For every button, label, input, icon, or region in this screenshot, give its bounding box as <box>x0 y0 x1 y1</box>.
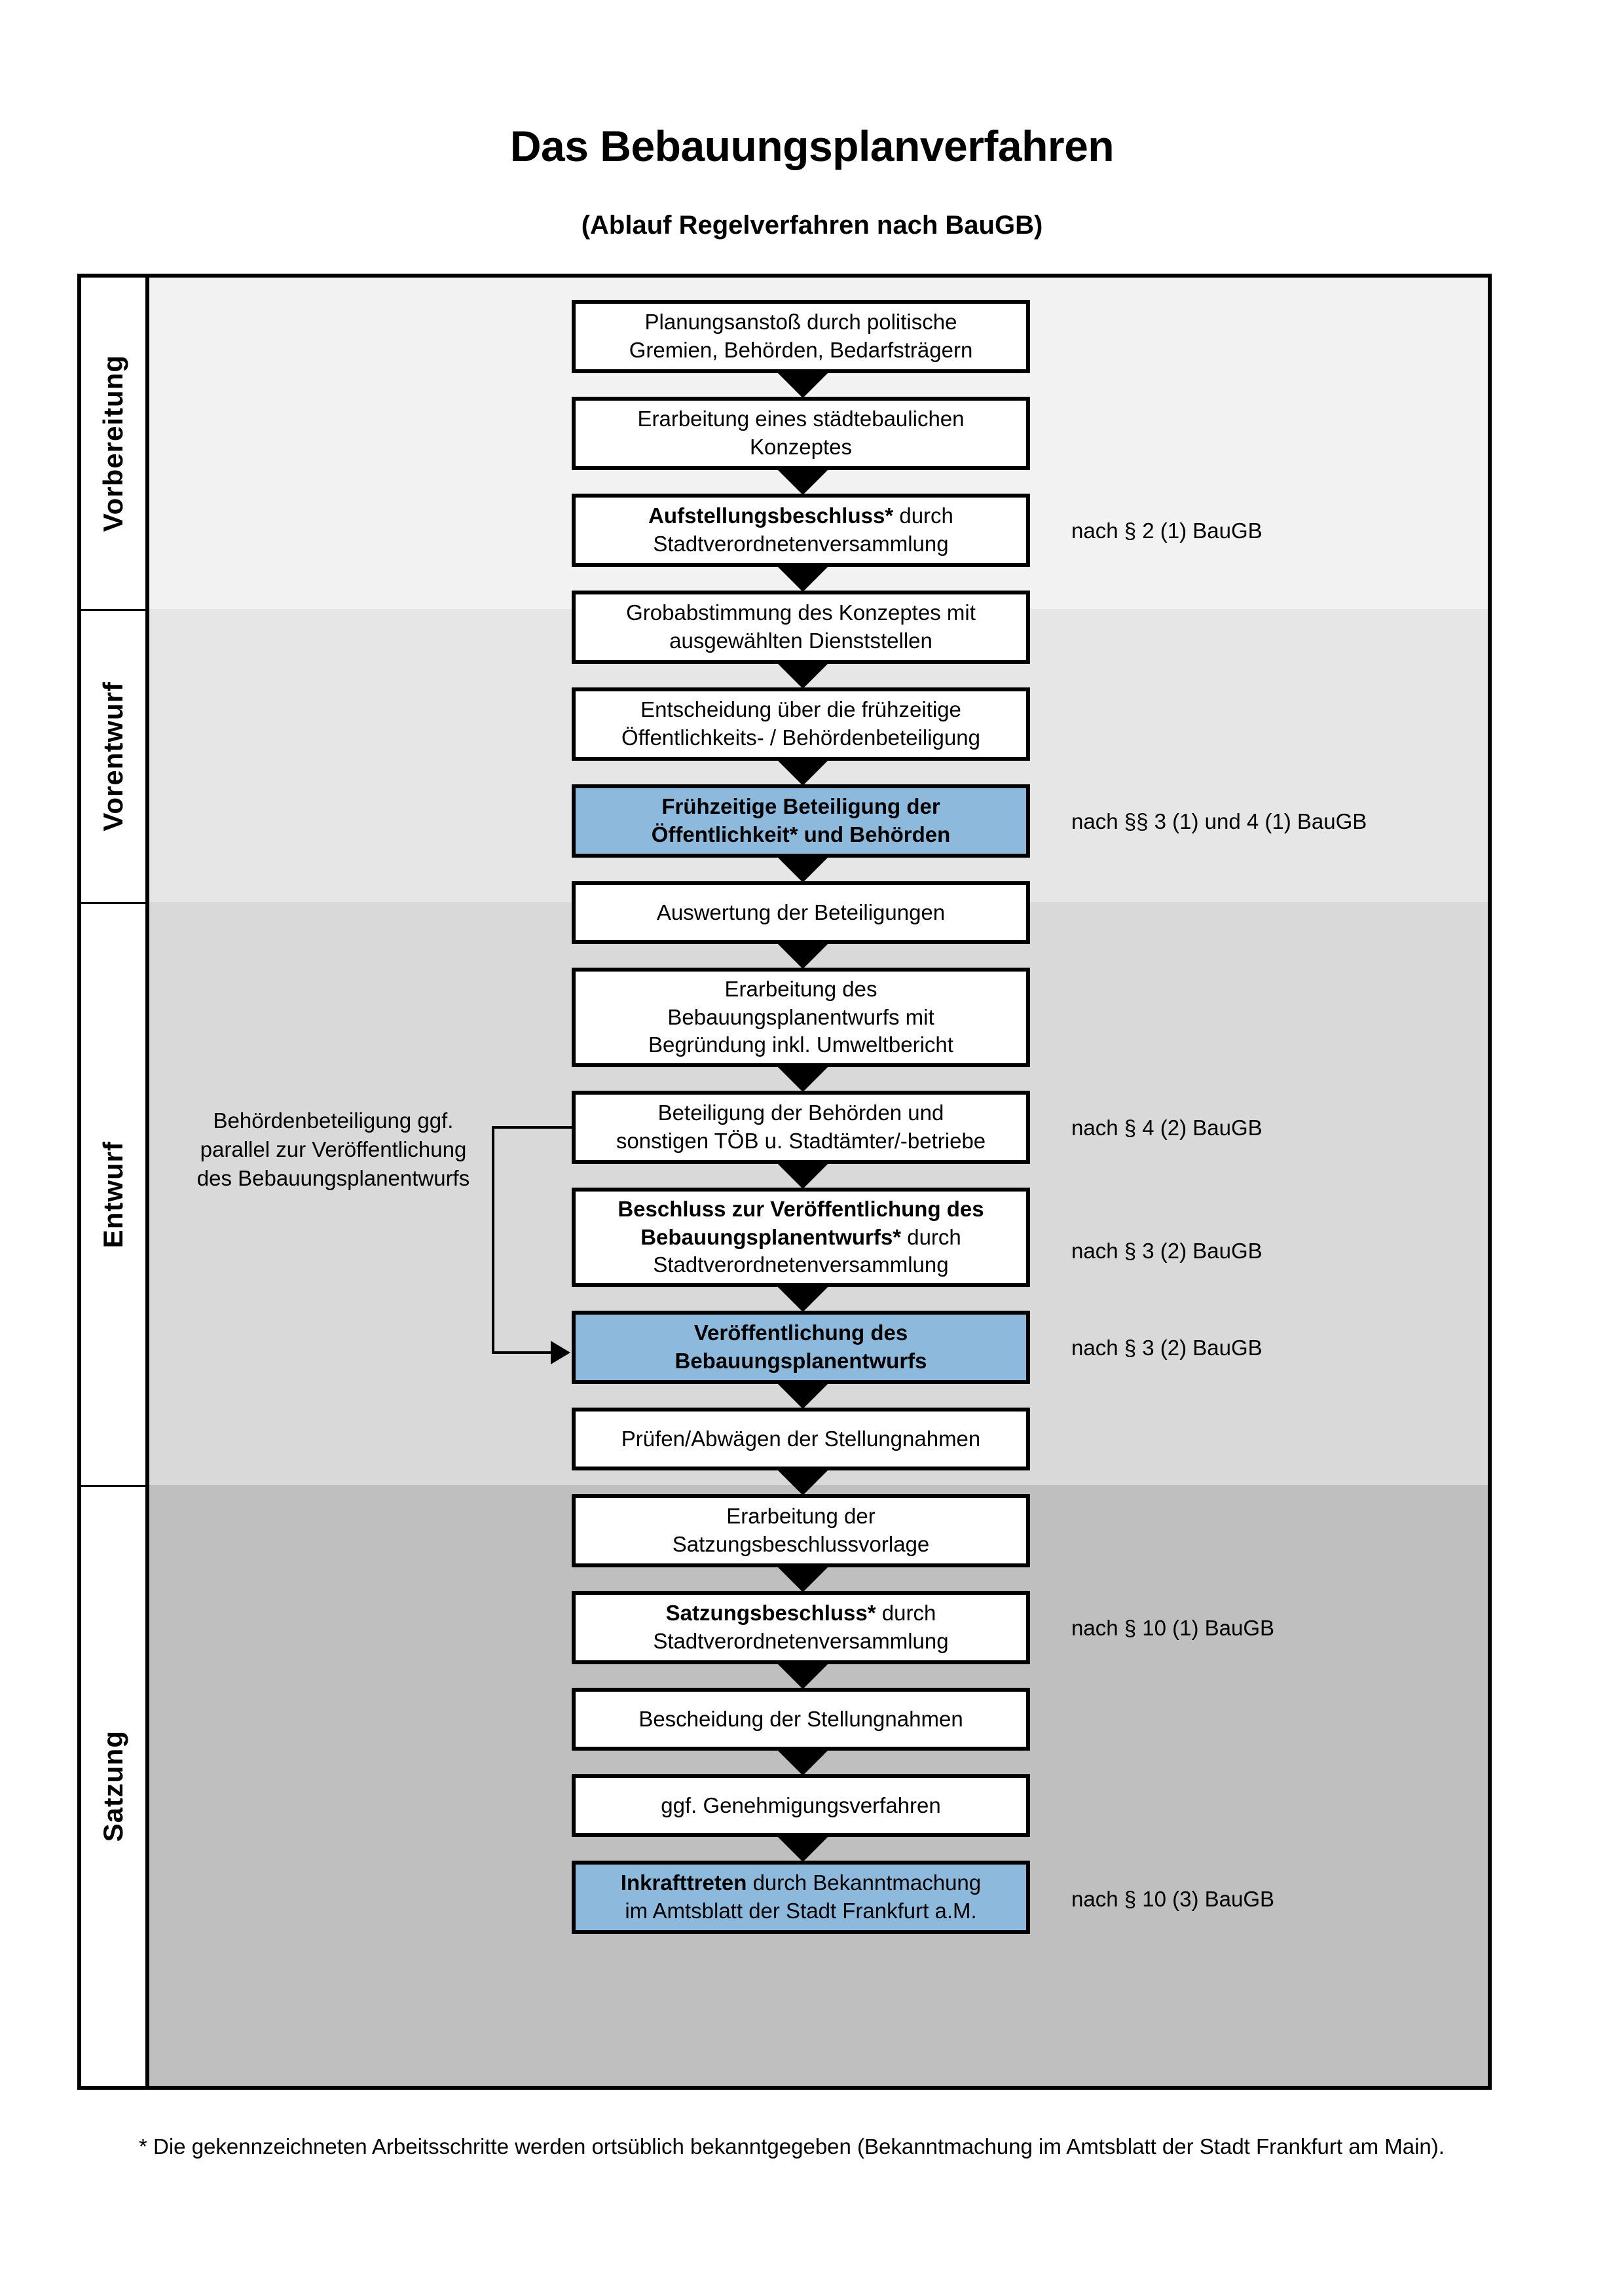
step-bold-1: Inkrafttreten <box>620 1870 747 1895</box>
arrow-down <box>775 1161 830 1189</box>
arrow-down <box>775 1662 830 1689</box>
page-subtitle: (Ablauf Regelverfahren nach BauGB) <box>581 211 1043 240</box>
ref-satzungsbeschluss: nach § 10 (1) BauGB <box>1071 1616 1275 1640</box>
step-bold-2: Öffentlichkeit* und Behörden <box>651 822 951 847</box>
arrow-down <box>775 941 830 969</box>
connector-arrowhead-icon <box>551 1341 570 1364</box>
step-fruehzeitige-beteiligung: Frühzeitige Beteiligung der Öffentlichke… <box>572 784 1030 858</box>
arrow-down <box>775 1565 830 1592</box>
step-line-2: im Amtsblatt der Stadt Frankfurt a.M. <box>625 1899 977 1923</box>
ref-inkrafttreten: nach § 10 (3) BauGB <box>1071 1887 1275 1911</box>
step-line-1: durch <box>876 1601 936 1626</box>
phase-label-text: Entwurf <box>98 1140 128 1248</box>
phase-label-vorbereitung: Vorbereitung <box>81 278 145 609</box>
step-line-1: Bescheidung der Stellungnahmen <box>638 1706 963 1731</box>
ref-veroeffentlichung: nach § 3 (2) BauGB <box>1071 1336 1263 1360</box>
arrow-down <box>775 1834 830 1862</box>
connector-bracket-bottom <box>492 1351 553 1354</box>
step-line-1: ggf. Genehmigungsverfahren <box>661 1793 941 1817</box>
phase-label-text: Vorentwurf <box>98 682 128 831</box>
step-entscheidung-fruehzeitige: Entscheidung über die frühzeitige Öffent… <box>572 687 1030 761</box>
arrow-down <box>775 758 830 786</box>
step-bescheidung: Bescheidung der Stellungnahmen <box>572 1688 1030 1751</box>
arrow-down <box>775 564 830 592</box>
side-note-behoerdenbeteiligung: Behördenbeteiligung ggf. parallel zur Ve… <box>196 1108 470 1190</box>
arrow-down <box>775 1468 830 1495</box>
step-line-1: Erarbeitung eines städtebaulichen <box>637 407 965 431</box>
ref-aufstellungsbeschluss: nach § 2 (1) BauGB <box>1071 519 1263 543</box>
connector-bracket-top <box>492 1126 573 1129</box>
step-beteiligung-behoerden: Beteiligung der Behörden und sonstigen T… <box>572 1091 1030 1164</box>
step-pruefen-abwaegen: Prüfen/Abwägen der Stellungnahmen <box>572 1408 1030 1470</box>
arrow-down <box>775 1381 830 1409</box>
step-genehmigungsverfahren: ggf. Genehmigungsverfahren <box>572 1774 1030 1837</box>
step-staedtebau-konzept: Erarbeitung eines städtebaulichen Konzep… <box>572 397 1030 470</box>
phase-label-vorentwurf: Vorentwurf <box>81 609 145 902</box>
step-line-1: Planungsanstoß durch politische <box>644 310 957 335</box>
step-line-2: Öffentlichkeits- / Behördenbeteiligung <box>621 725 980 750</box>
step-line-1: Entscheidung über die frühzeitige <box>640 697 961 722</box>
step-bold-2: Bebauungsplanentwurfs* <box>640 1224 902 1249</box>
step-line-2: durch <box>901 1224 961 1249</box>
step-line-2: Bebauungsplanentwurfs mit <box>667 1004 934 1029</box>
phase-label-entwurf: Entwurf <box>81 902 145 1485</box>
phase-column-divider <box>145 278 149 2086</box>
arrow-down <box>775 855 830 883</box>
step-line-1: Erarbeitung der <box>726 1504 876 1529</box>
phase-label-satzung: Satzung <box>81 1485 145 2086</box>
step-line-3: Stadtverordnetenversammlung <box>653 1252 949 1277</box>
step-grobabstimmung: Grobabstimmung des Konzeptes mit ausgewä… <box>572 591 1030 664</box>
step-bold-1: Beschluss zur Veröffentlichung des <box>618 1196 984 1221</box>
step-line-1: durch Bekanntmachung <box>747 1870 982 1895</box>
ref-fruehzeitige: nach §§ 3 (1) und 4 (1) BauGB <box>1071 809 1367 833</box>
step-line-2: Konzeptes <box>750 435 852 459</box>
arrow-down <box>775 467 830 495</box>
step-planungsanstoss: Planungsanstoß durch politische Gremien,… <box>572 300 1030 373</box>
step-line-2: Stadtverordnetenversammlung <box>653 1629 949 1653</box>
step-line-1: Auswertung der Beteiligungen <box>656 900 946 924</box>
step-line-2: ausgewählten Dienststellen <box>669 629 932 653</box>
step-line-1: Erarbeitung des <box>724 976 877 1001</box>
step-line-2: Gremien, Behörden, Bedarfsträgern <box>629 338 973 362</box>
step-bold-1: Satzungsbeschluss* <box>665 1601 876 1626</box>
step-line-2: sonstigen TÖB u. Stadtämter/-betriebe <box>616 1129 986 1153</box>
step-bold-1: Veröffentlichung des <box>693 1321 908 1345</box>
connector-bracket-vertical <box>492 1126 494 1354</box>
step-aufstellungsbeschluss: Aufstellungsbeschluss* durch Stadtverord… <box>572 494 1030 567</box>
phase-label-text: Satzung <box>98 1730 128 1842</box>
step-inkrafttreten: Inkrafttreten durch Bekanntmachung im Am… <box>572 1861 1030 1934</box>
step-line-1: Beteiligung der Behörden und <box>657 1101 944 1125</box>
step-erarbeitung-entwurf: Erarbeitung des Bebauungsplanentwurfs mi… <box>572 968 1030 1067</box>
step-line-3: Begründung inkl. Umweltbericht <box>648 1032 953 1057</box>
arrow-down <box>775 661 830 689</box>
step-line-1: Prüfen/Abwägen der Stellungnahmen <box>621 1426 981 1451</box>
step-satzungsbeschluss: Satzungsbeschluss* durch Stadtverordnete… <box>572 1591 1030 1664</box>
step-auswertung: Auswertung der Beteiligungen <box>572 881 1030 944</box>
step-line-2: Satzungsbeschlussvorlage <box>672 1532 930 1556</box>
ref-beschluss-veroeff: nach § 3 (2) BauGB <box>1071 1239 1263 1263</box>
phase-label-text: Vorbereitung <box>98 354 128 532</box>
step-line-1: Grobabstimmung des Konzeptes mit <box>626 600 976 625</box>
arrow-down <box>775 1748 830 1776</box>
step-satzungsbeschlussvorlage: Erarbeitung der Satzungsbeschlussvorlage <box>572 1494 1030 1567</box>
step-beschluss-veroeffentlichung: Beschluss zur Veröffentlichung des Bebau… <box>572 1188 1030 1287</box>
arrow-down <box>775 371 830 398</box>
ref-behoerdenbeteiligung: nach § 4 (2) BauGB <box>1071 1116 1263 1140</box>
arrow-down <box>775 1065 830 1092</box>
step-bold-2: Bebauungsplanentwurfs <box>674 1349 927 1373</box>
footnote: * Die gekennzeichneten Arbeitsschritte w… <box>139 2134 1445 2159</box>
step-veroeffentlichung: Veröffentlichung des Bebauungsplanentwur… <box>572 1311 1030 1384</box>
arrow-down <box>775 1285 830 1312</box>
step-bold-1: Frühzeitige Beteiligung der <box>661 794 940 819</box>
page-title: Das Bebauungsplanverfahren <box>509 122 1115 170</box>
diagram-frame: Vorbereitung Vorentwurf Entwurf Satzung … <box>77 274 1492 2090</box>
step-line-1: durch <box>893 503 953 528</box>
step-bold-1: Aufstellungsbeschluss* <box>648 503 894 528</box>
step-line-2: Stadtverordnetenversammlung <box>653 532 949 556</box>
